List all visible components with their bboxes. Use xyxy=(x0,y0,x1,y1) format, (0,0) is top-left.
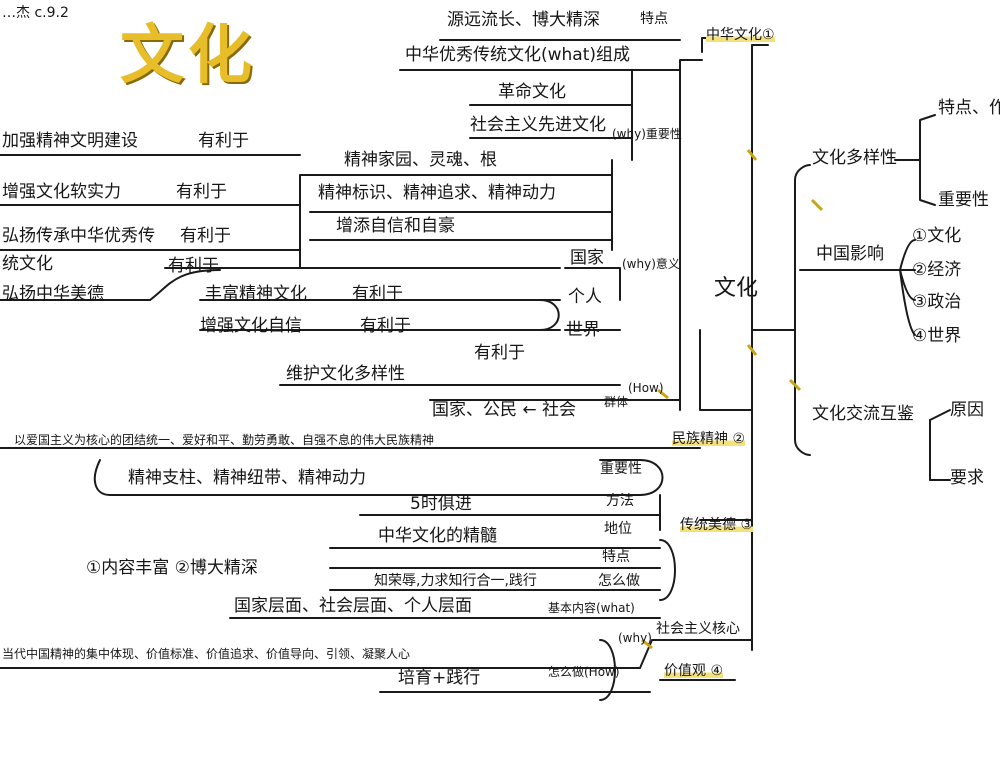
b1-how-b: 群体 xyxy=(604,395,629,409)
page-title: 文化 xyxy=(120,18,256,93)
b1-left-2b: 有利于 xyxy=(176,182,227,202)
b1-left-3: 弘扬传承中华优秀传 xyxy=(2,226,155,246)
b1-person-2: 增强文化自信 xyxy=(200,316,302,336)
b1-left-4b: 有利于 xyxy=(168,256,219,276)
b1-world-1b: 有利于 xyxy=(474,343,525,363)
b2-importance-tag: 重要性 xyxy=(600,461,642,477)
b1-country: 国家 xyxy=(570,248,604,268)
b2-importance: 精神支柱、精神纽带、精神动力 xyxy=(128,468,366,488)
b4-why: 当代中国精神的集中体现、价值标准、价值追求、价值导向、引领、凝聚人心 xyxy=(2,647,411,661)
b1-person-1: 丰富精神文化 xyxy=(205,284,307,304)
branch-2-label: 民族精神 ② xyxy=(672,431,746,447)
b2-method: 5时俱进 xyxy=(410,494,472,514)
b4-why-tag: (why) xyxy=(618,631,652,645)
branch-4-tag: 社会主义核心 xyxy=(656,621,740,637)
right-impact-1: ①文化 xyxy=(912,226,962,246)
b1-importance-3: 增添自信和自豪 xyxy=(336,216,455,236)
b1-left-3c: 统文化 xyxy=(2,254,53,274)
right-exchange: 文化交流互鉴 xyxy=(812,404,914,424)
b1-world-1: 维护文化多样性 xyxy=(286,364,405,384)
b1-person-2b: 有利于 xyxy=(360,316,411,336)
branch-4-label: 价值观 ④ xyxy=(664,663,724,679)
right-exchange-sub-2: 要求 xyxy=(950,468,984,488)
b3-features: ①内容丰富 ②博大精深 xyxy=(86,558,258,578)
b4-content: 国家层面、社会层面、个人层面 xyxy=(234,596,472,616)
b1-importance-1: 精神家园、灵魂、根 xyxy=(344,150,497,170)
b1-feature: 源远流长、博大精深 xyxy=(447,10,600,30)
b4-how: 培育+践行 xyxy=(398,668,481,688)
branch-3-label: 传统美德 ③ xyxy=(680,517,754,533)
b1-revolution: 革命文化 xyxy=(498,82,566,102)
b1-importance-2: 精神标识、精神追求、精神动力 xyxy=(318,183,556,203)
right-diversity: 文化多样性 xyxy=(812,148,897,168)
b3-status: 中华文化的精髓 xyxy=(378,526,497,546)
b2-desc: 以爱国主义为核心的团结统一、爱好和平、勤劳勇敢、自强不息的伟大民族精神 xyxy=(14,433,435,447)
b1-how-tag: (How) xyxy=(628,381,664,395)
root-node: 文化 xyxy=(714,276,759,301)
b1-left-2: 增强文化软实力 xyxy=(2,182,121,202)
b1-left-1b: 有利于 xyxy=(198,131,249,151)
b1-meaning-tag: (why)意义 xyxy=(622,257,680,271)
right-impact-2: ②经济 xyxy=(912,260,962,280)
b4-how-tag: 怎么做(How) xyxy=(548,665,620,679)
b1-person-1b: 有利于 xyxy=(352,284,403,304)
b1-left-4: 弘扬中华美德 xyxy=(2,284,104,304)
right-impact: 中国影响 xyxy=(816,244,884,264)
b1-composition: 中华优秀传统文化(what)组成 xyxy=(405,45,631,65)
author-note: …杰 c.9.2 xyxy=(2,5,69,21)
b1-left-1: 加强精神文明建设 xyxy=(2,131,138,151)
branch-1-label: 中华文化① xyxy=(706,27,775,43)
b3-status-tag: 地位 xyxy=(604,521,632,537)
right-impact-4: ④世界 xyxy=(912,326,962,346)
b1-left-3b: 有利于 xyxy=(180,226,231,246)
right-exchange-sub-1: 原因 xyxy=(950,400,984,420)
b1-world: 世界 xyxy=(566,320,600,340)
b1-how: 国家、公民 ← 社会 xyxy=(432,400,577,420)
b2-method-tag: 方法 xyxy=(606,493,634,509)
b3-how: 知荣辱,力求知行合一,践行 xyxy=(374,573,537,589)
b1-importance-tag: (why)重要性 xyxy=(612,127,682,141)
b3-features-tag: 特点 xyxy=(602,549,630,565)
b1-feature-tag: 特点 xyxy=(640,11,668,27)
b4-content-tag: 基本内容(what) xyxy=(548,601,635,615)
right-impact-3: ③政治 xyxy=(912,292,962,312)
b1-person: 个人 xyxy=(568,287,602,307)
b1-socialist: 社会主义先进文化 xyxy=(470,115,606,135)
right-diversity-sub-1: 特点、作用 xyxy=(938,98,1000,118)
right-diversity-sub-2: 重要性 xyxy=(938,190,989,210)
b3-how-tag: 怎么做 xyxy=(598,573,640,589)
